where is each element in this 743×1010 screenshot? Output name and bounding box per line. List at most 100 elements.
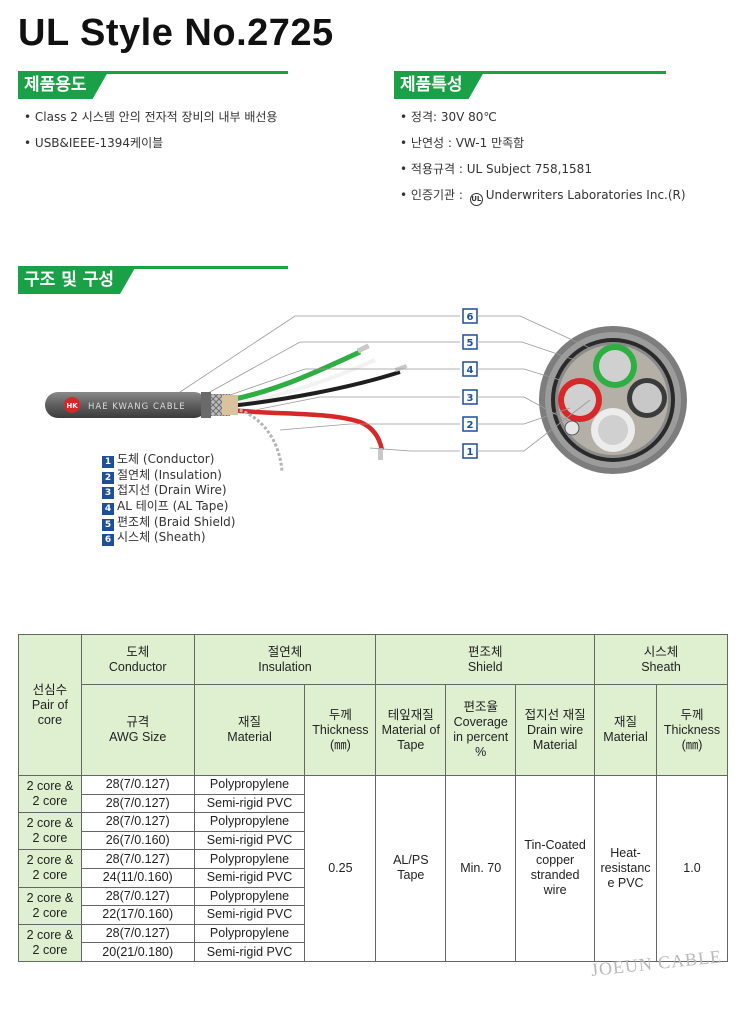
legend-num: 4 (102, 503, 114, 516)
svg-text:3: 3 (467, 393, 474, 404)
awg-cell: 22(17/0.160) (80, 905, 195, 925)
header-drain-wire: 접지선 재질 Drain wire Material (515, 684, 596, 776)
header-awg-size: 규격 AWG Size (80, 684, 195, 776)
legend-num: 2 (102, 471, 114, 484)
ins-thickness-cell: 0.25 (304, 775, 377, 962)
header-ins-thickness: 두께 Thickness (㎜) (304, 684, 377, 776)
callout-1: 1 (462, 443, 478, 459)
drain-cell: Tin-Coated copper stranded wire (515, 775, 596, 962)
cable-print-text: HAE KWANG CABLE (88, 402, 186, 412)
hk-logo-text: HK (66, 402, 78, 410)
features-item: 적용규격 : UL Subject 758,1581 (400, 160, 686, 186)
cable-jacket (45, 392, 207, 418)
hk-logo-icon (64, 397, 80, 413)
legend-text: 편조체 (Braid Shield) (117, 514, 236, 529)
black-wire (229, 370, 401, 408)
awg-cell: 28(7/0.127) (80, 886, 195, 907)
features-list: 정격: 30V 80℃ 난연성 : VW-1 만족함 적용규격 : UL Sub… (400, 108, 686, 212)
spec-table: 선심수 Pair of core 도체 Conductor 절연체 Insula… (18, 634, 728, 962)
awg-cell: 26(7/0.160) (80, 830, 195, 851)
awg-cell: 24(11/0.160) (80, 867, 195, 888)
red-wire (229, 407, 385, 451)
core-cell: 2 core & 2 core (18, 812, 82, 851)
svg-text:1: 1 (467, 447, 474, 458)
section-rule (394, 71, 666, 74)
usage-item: USB&IEEE-1394케이블 (24, 134, 277, 160)
al-tape-section (222, 395, 238, 415)
structure-section-header: 구조 및 구성 (18, 266, 288, 296)
ul-mark-icon: UL (469, 193, 483, 206)
header-conductor: 도체 Conductor (80, 634, 195, 685)
features-item: 정격: 30V 80℃ (400, 108, 686, 134)
cert-label: 인증기관 : (410, 188, 463, 202)
header-sheath-thickness: 두께 Thickness (㎜) (656, 684, 728, 776)
header-pair-of-core: 선심수 Pair of core (18, 634, 82, 776)
callout-2: 2 (462, 416, 478, 432)
legend-text: 접지선 (Drain Wire) (117, 483, 227, 498)
section-rule (18, 71, 288, 74)
page-title: UL Style No.2725 (18, 12, 334, 54)
material-cell: Semi-rigid PVC (193, 942, 306, 962)
sheath-thickness-cell: 1.0 (656, 775, 728, 962)
material-cell: Semi-rigid PVC (193, 830, 306, 851)
features-section-header: 제품특성 (394, 71, 666, 101)
header-coverage: 편조율 Coverage in percent % (445, 684, 517, 776)
material-cell: Polypropylene (193, 886, 306, 907)
usage-list: Class 2 시스템 안의 전자적 장비의 내부 배선용 USB&IEEE-1… (24, 108, 278, 160)
awg-cell: 28(7/0.127) (80, 849, 195, 869)
header-tape-material: 테잎재질 Material of Tape (375, 684, 447, 776)
material-cell: Semi-rigid PVC (193, 793, 306, 814)
usage-section-header: 제품용도 (18, 71, 288, 101)
cert-value: Underwriters Laboratories Inc.(R) (485, 188, 686, 202)
material-cell: Polypropylene (193, 849, 306, 869)
awg-cell: 28(7/0.127) (80, 812, 195, 832)
awg-cell: 28(7/0.127) (80, 793, 195, 814)
usage-item: Class 2 시스템 안의 전자적 장비의 내부 배선용 (24, 108, 278, 134)
usage-heading: 제품용도 (18, 71, 109, 99)
core-cell: 2 core & 2 core (18, 886, 82, 925)
material-cell: Polypropylene (193, 775, 306, 795)
table-row: 2 core & 2 core 28(7/0.127) Polypropylen… (18, 886, 728, 925)
callout-5: 5 (462, 334, 478, 350)
drain-wire (229, 406, 284, 473)
legend-text: AL 테이프 (AL Tape) (117, 499, 229, 514)
header-sheath: 시스체 Sheath (594, 634, 728, 685)
legend-text: 도체 (Conductor) (117, 452, 215, 466)
legend-num: 3 (102, 487, 114, 500)
structure-heading: 구조 및 구성 (18, 266, 136, 294)
section-rule (18, 266, 288, 269)
legend-num: 6 (102, 534, 114, 547)
material-cell: Polypropylene (193, 923, 306, 944)
header-ins-material: 재질 Material (193, 684, 306, 776)
table-row: 20(21/0.180) Semi-rigid PVC (19, 942, 728, 962)
callout-4: 4 (462, 361, 478, 377)
table-row: 2 core & 2 core 28(7/0.127) Polypropylen… (18, 774, 728, 962)
legend-num: 1 (102, 456, 114, 468)
core-cell: 2 core & 2 core (18, 774, 82, 814)
header-shield: 편조체 Shield (375, 634, 596, 685)
features-heading: 제품특성 (394, 71, 485, 99)
svg-text:5: 5 (467, 338, 474, 349)
cross-section (539, 326, 687, 474)
svg-text:4: 4 (467, 365, 474, 376)
header-sheath-material: 재질 Material (594, 684, 657, 776)
legend-text: 절연체 (Insulation) (117, 467, 222, 482)
legend-num: 5 (102, 518, 114, 531)
awg-cell: 28(7/0.127) (80, 775, 195, 795)
table-row: 2 core & 2 core 28(7/0.127) Polypropylen… (18, 923, 728, 962)
core-cell: 2 core & 2 core (18, 849, 82, 888)
sheath-material-cell: Heat- resistanc e PVC (594, 775, 657, 962)
material-cell: Semi-rigid PVC (193, 905, 306, 925)
coverage-cell: Min. 70 (445, 775, 517, 962)
core-cell: 2 core & 2 core (18, 923, 82, 962)
tape-cell: AL/PS Tape (375, 775, 447, 962)
features-item: 난연성 : VW-1 만족함 (400, 134, 686, 160)
awg-cell: 20(21/0.180) (80, 942, 195, 962)
